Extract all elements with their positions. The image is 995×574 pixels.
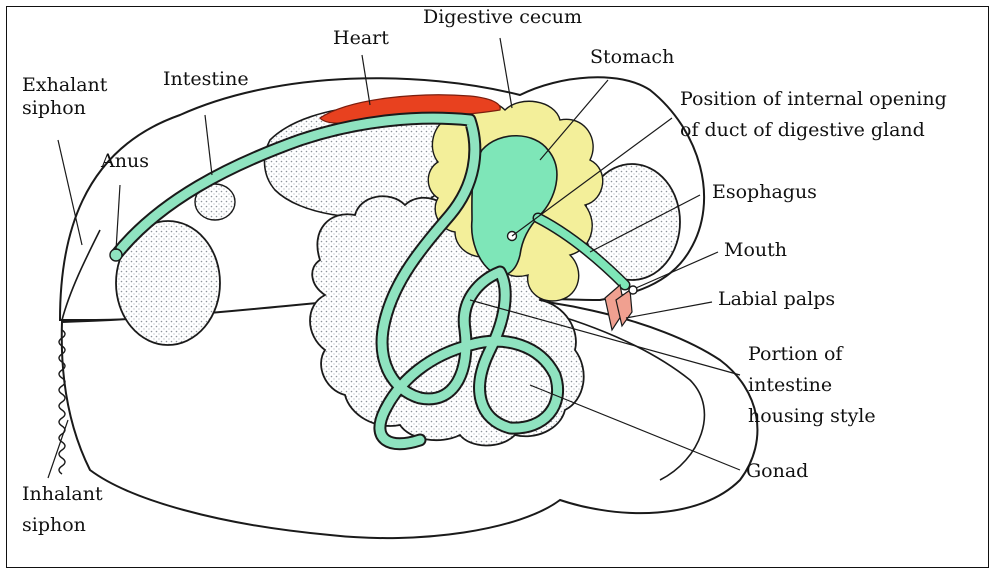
label-intestine: Intestine bbox=[163, 68, 249, 91]
label-duct-opening-1: Position of internal opening bbox=[680, 88, 947, 111]
label-digestive-cecum: Digestive cecum bbox=[423, 6, 582, 29]
label-mouth: Mouth bbox=[724, 239, 787, 262]
label-intestine-style-2: intestine bbox=[748, 374, 832, 397]
label-intestine-style-1: Portion of bbox=[748, 343, 842, 366]
label-esophagus: Esophagus bbox=[712, 181, 817, 204]
leader-inhalant-siphon bbox=[48, 420, 68, 478]
label-heart: Heart bbox=[333, 27, 389, 50]
label-exhalant-siphon-1: Exhalant bbox=[22, 74, 107, 97]
mouth bbox=[629, 286, 637, 294]
label-labial-palps: Labial palps bbox=[718, 288, 835, 311]
label-stomach: Stomach bbox=[590, 46, 674, 69]
leader-exhalant-siphon bbox=[58, 140, 82, 245]
label-gonad: Gonad bbox=[746, 460, 808, 483]
label-inhalant-siphon-1: Inhalant bbox=[22, 483, 103, 506]
anus bbox=[110, 249, 122, 261]
label-intestine-style-3: housing style bbox=[748, 405, 876, 428]
label-inhalant-siphon-2: siphon bbox=[22, 514, 86, 537]
label-duct-opening-2: of duct of digestive gland bbox=[680, 119, 925, 142]
leader-labial-palps bbox=[626, 302, 712, 318]
label-exhalant-siphon-2: siphon bbox=[22, 97, 86, 120]
label-anus: Anus bbox=[101, 150, 149, 173]
